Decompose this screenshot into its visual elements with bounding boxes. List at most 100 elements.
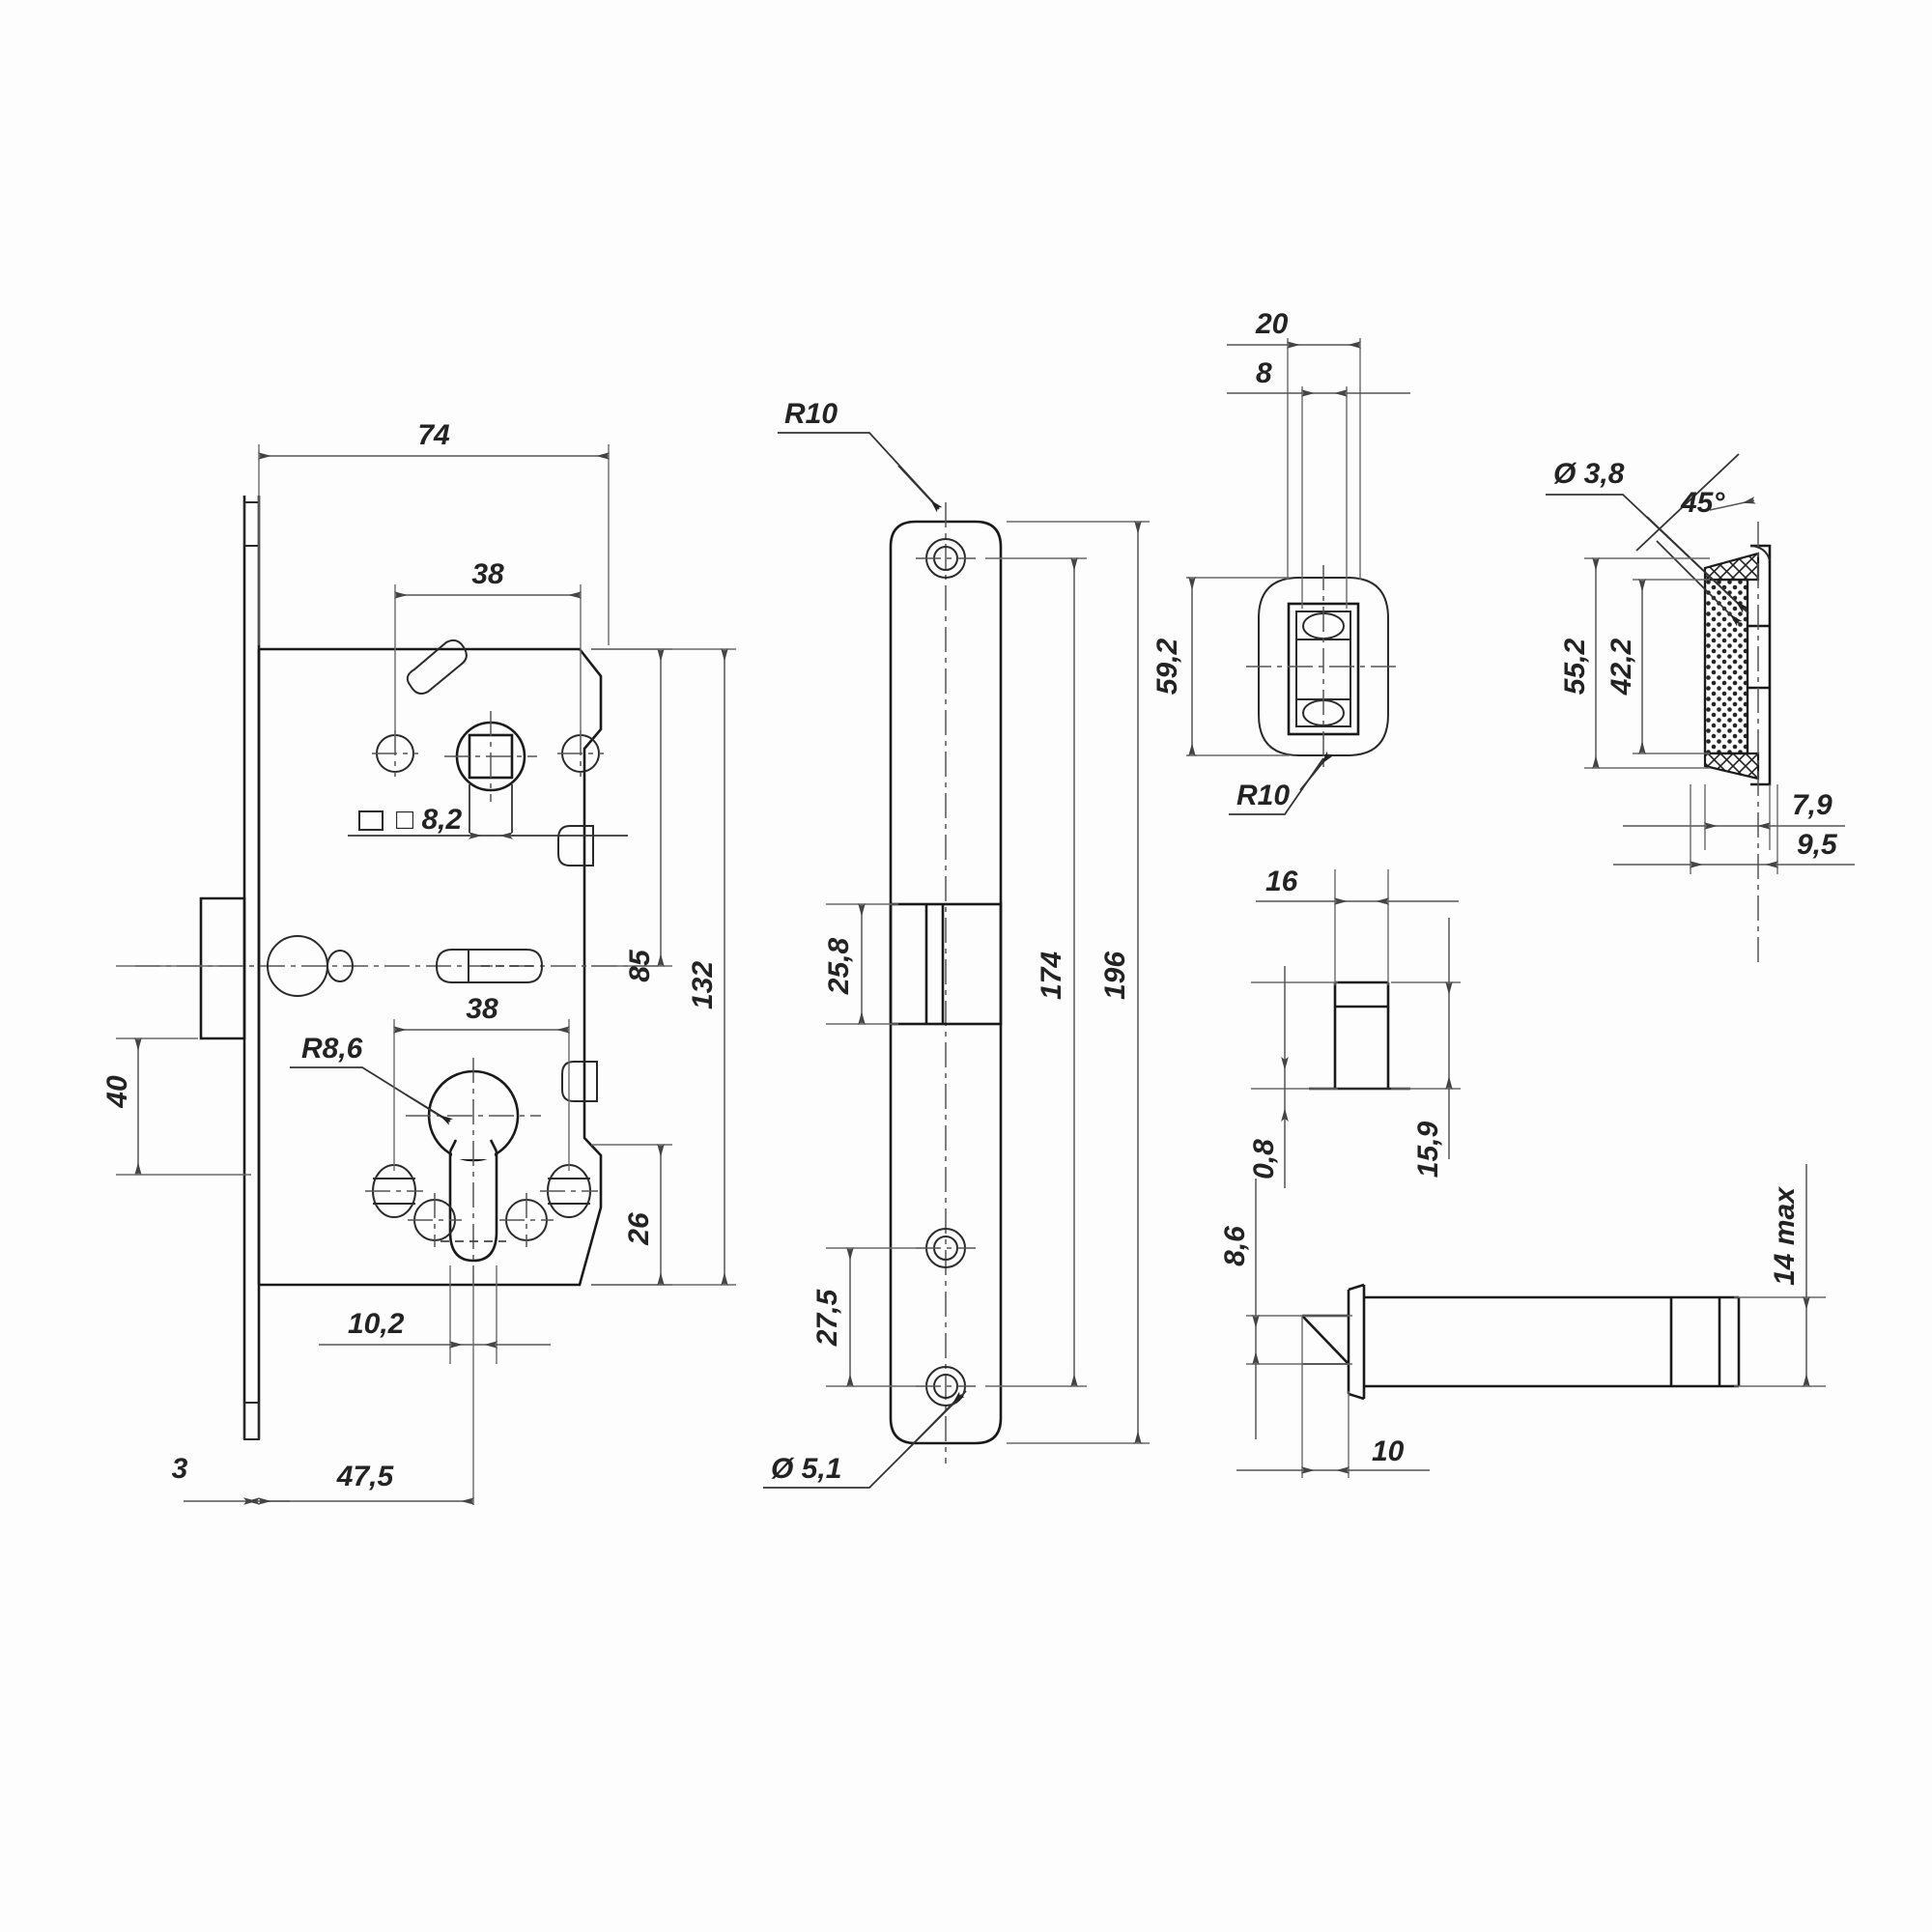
dim-0-8: 0,8 <box>1248 966 1338 1188</box>
dim-8-6: 8,6 <box>1219 1179 1352 1439</box>
dim-label-escutcheon-R10: R10 <box>1236 780 1290 811</box>
dim-3: 3 <box>172 1453 290 1505</box>
hole-tapped-right <box>540 1164 598 1218</box>
dim-label-7-9: 7,9 <box>1792 789 1833 821</box>
view-faceplate: R10 25,8 174 196 27,5 <box>763 398 1150 1489</box>
view-strike-tab: 16 0,8 15,9 <box>1248 866 1461 1188</box>
faceplate-screw-hole-top <box>916 538 976 579</box>
dim-label-14-max: 14 max <box>1769 1186 1801 1286</box>
dim-label-dia-3-8: Ø 3,8 <box>1553 458 1625 490</box>
section-fillet-top <box>1749 545 1771 561</box>
dim-10: 10 <box>1236 1316 1430 1478</box>
dim-42-2: 42,2 <box>1605 579 1710 754</box>
dim-square-8-2: □ 8,2 <box>348 784 628 839</box>
latch-bolt <box>199 896 246 1040</box>
dim-label-8: 8 <box>1256 357 1272 389</box>
dim-label-26: 26 <box>623 1212 655 1246</box>
dim-74: 74 <box>258 419 610 645</box>
dim-label-8-6: 8,6 <box>1219 1226 1251 1266</box>
dim-38-upper: 38 <box>394 558 582 738</box>
dim-16: 16 <box>1256 866 1459 985</box>
dim-label-40: 40 <box>101 1075 133 1109</box>
dim-label-85: 85 <box>624 949 656 982</box>
faceplate-latch-window <box>889 902 1003 1026</box>
dim-label-10: 10 <box>1372 1435 1405 1467</box>
hole-small-left <box>408 1193 462 1247</box>
dim-45-deg: 45° <box>1635 453 1756 627</box>
dim-label-faceplate-R10: R10 <box>784 398 838 430</box>
dim-label-16: 16 <box>1265 866 1298 897</box>
dim-label-174: 174 <box>1036 952 1067 1000</box>
dim-14-max: 14 max <box>1734 1164 1826 1387</box>
dim-15-9: 15,9 <box>1391 918 1461 1178</box>
dim-7-9: 7,9 <box>1623 784 1845 850</box>
dim-132: 132 <box>591 648 736 1286</box>
dim-26: 26 <box>591 1144 672 1286</box>
hole-tapped-left <box>365 1164 423 1218</box>
dim-196: 196 <box>1007 521 1150 1444</box>
dim-8: 8 <box>1227 357 1410 609</box>
deadbolt-features <box>267 935 544 997</box>
dim-47-5: 47,5 <box>258 1275 474 1505</box>
dim-25-8: 25,8 <box>823 903 898 1025</box>
dim-label-59-2: 59,2 <box>1151 638 1183 695</box>
dim-label-square-8-2: □ 8,2 <box>396 804 462 836</box>
dim-label-dia-5-1: Ø 5,1 <box>771 1453 841 1485</box>
dim-label-55-2: 55,2 <box>1559 638 1591 695</box>
view-lock-body-front: 74 38 □ 8,2 85 132 <box>101 419 736 1505</box>
dim-label-132: 132 <box>687 961 719 1009</box>
dim-label-10-2: 10,2 <box>348 1308 405 1340</box>
dim-escutcheon-R10: R10 <box>1229 751 1333 815</box>
dim-dia-3-8: Ø 3,8 <box>1546 458 1749 614</box>
dim-85: 85 <box>591 648 672 982</box>
escutcheon-section-lug-top <box>1703 552 1760 582</box>
escutcheon-section-lug-bottom <box>1703 752 1760 781</box>
lock-faceplate-strip <box>242 496 261 1440</box>
dim-27-5: 27,5 <box>811 1247 923 1387</box>
faceplate-screw-hole-middle <box>916 1228 976 1268</box>
dim-label-47-5: 47,5 <box>336 1461 395 1492</box>
tab-verticals <box>1333 982 1390 1089</box>
lock-upper-d-hole <box>561 1061 598 1102</box>
dim-label-38-lower: 38 <box>466 993 498 1025</box>
dim-label-20: 20 <box>1255 308 1289 340</box>
spindle-chamfer <box>1301 1314 1350 1365</box>
dim-20: 20 <box>1227 308 1361 580</box>
lock-internal-upper <box>372 639 604 867</box>
dim-label-25-8: 25,8 <box>823 937 855 995</box>
faceplate-outline <box>889 520 1003 1445</box>
escutcheon-outer-outline <box>1258 577 1389 756</box>
spindle-head-bottom-edge <box>1348 1392 1365 1401</box>
dim-label-9-5: 9,5 <box>1797 829 1838 861</box>
hole-small-right <box>499 1193 554 1247</box>
dim-38-lower: 38 <box>393 993 570 1171</box>
dim-label-38-upper: 38 <box>471 558 504 590</box>
dim-faceplate-R10: R10 <box>778 398 943 513</box>
view-escutcheon: 20 8 59,2 R10 <box>1151 308 1410 815</box>
dim-label-15-9: 15,9 <box>1412 1121 1444 1178</box>
dim-R8-6: R8,6 <box>290 1033 453 1125</box>
dim-174: 174 <box>985 557 1087 1387</box>
view-spindle: 8,6 10 14 max <box>1219 1164 1826 1478</box>
dim-10-2: 10,2 <box>319 1265 551 1364</box>
dim-40: 40 <box>101 965 251 1176</box>
dim-label-27-5: 27,5 <box>811 1288 843 1347</box>
escutcheon-section-cover <box>1750 544 1772 786</box>
faceplate-screw-hole-bottom <box>916 1366 976 1406</box>
dim-label-74: 74 <box>417 419 450 451</box>
dim-9-5: 9,5 <box>1613 784 1855 874</box>
lock-case-outline <box>257 647 603 1287</box>
dim-label-196: 196 <box>1099 952 1131 1000</box>
euro-cylinder-hole <box>406 1058 541 1285</box>
dim-dia-5-1: Ø 5,1 <box>763 1390 967 1489</box>
dim-label-42-2: 42,2 <box>1605 638 1637 696</box>
dim-label-R8-6: R8,6 <box>301 1033 363 1065</box>
dim-label-0-8: 0,8 <box>1248 1139 1280 1179</box>
lock-lower-fixing-holes <box>365 1164 598 1247</box>
dim-label-3: 3 <box>172 1453 188 1485</box>
dim-label-45-deg: 45° <box>1680 487 1725 519</box>
spindle-head-top-edge <box>1348 1283 1365 1292</box>
dim-59-2: 59,2 <box>1151 577 1290 756</box>
